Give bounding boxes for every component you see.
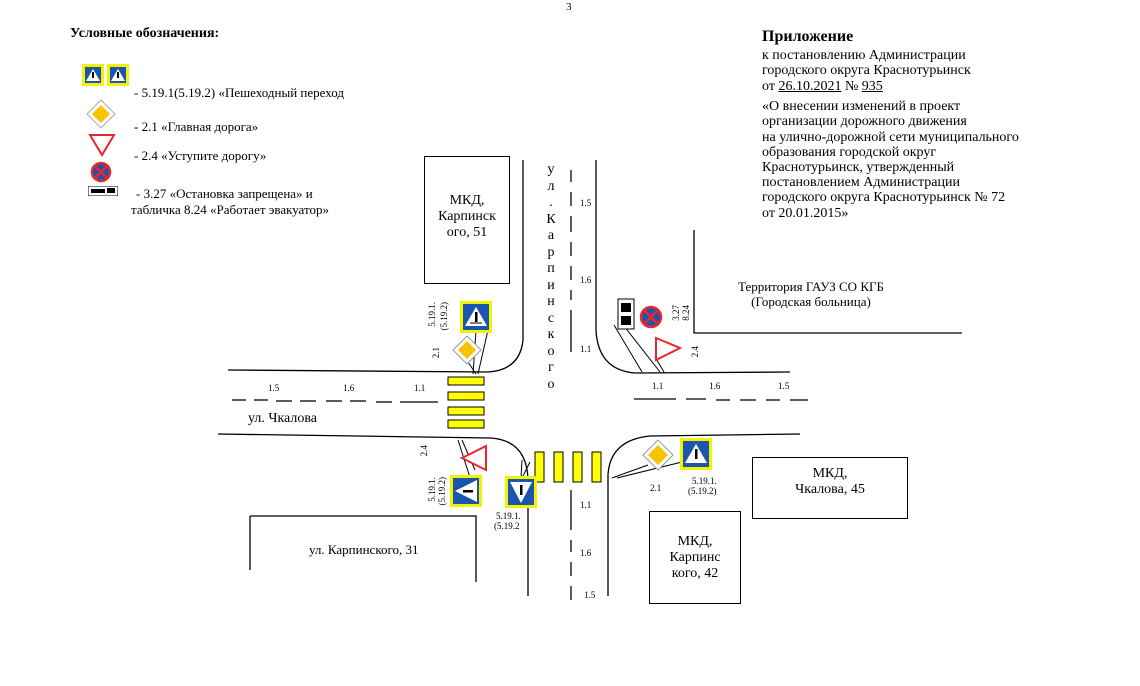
marking-h-right-2: 1.6 (709, 381, 721, 391)
label-se-ped-2: (5.19.2) (688, 486, 717, 496)
marking-h-left-1: 1.5 (268, 383, 280, 393)
marking-v-bottom-1: 1.1 (580, 500, 592, 510)
priority-road-sign-nw-icon (452, 335, 482, 370)
marking-v-bottom-3: 1.5 (584, 590, 596, 600)
pedestrian-crossing-sign-s-icon (505, 476, 537, 513)
label-ne-giveway: 2.4 (690, 346, 700, 358)
label-nw-ped-1: 5.19.1. (427, 302, 437, 327)
annex-line-2: городского округа Краснотурьинск (762, 63, 971, 78)
page-number: 3 (566, 1, 572, 13)
marking-v-top-3: 1.1 (580, 344, 592, 354)
annex-line-6: на улично-дорожной сети муниципального (762, 130, 1019, 145)
marking-h-left-2: 1.6 (343, 383, 355, 393)
road-edge-nw (227, 310, 524, 373)
legend-item-main-road: - 2.1 «Главная дорога» (134, 119, 259, 134)
legend-item-no-stopping: - 3.27 «Остановка запрещена» и (136, 186, 313, 201)
label-se-main: 2.1 (650, 483, 662, 493)
tow-truck-plate-ne-icon (617, 298, 635, 335)
marking-v-top-1: 1.5 (580, 198, 592, 208)
annex-line-4: «О внесении изменений в проект (762, 99, 961, 114)
priority-road-sign-se-icon (642, 439, 674, 476)
annex-line-3: от 26.10.2021 № 935 (762, 79, 883, 94)
label-sw-ped-2: (5.19.2) (437, 477, 447, 506)
road-edge-ne (595, 310, 791, 374)
label-ne-stop-1: 3.27 (671, 305, 681, 321)
road-edge-se (607, 433, 801, 596)
pedestrian-crossing-sign-se-icon (680, 438, 712, 475)
label-se-ped-1: 5.19.1. (692, 476, 717, 486)
legend-item-tow-plate: табличка 8.24 «Работает эвакуатор» (131, 202, 329, 217)
legend-title: Условные обозначения: (70, 26, 220, 41)
marking-v-top-2: 1.6 (580, 275, 592, 285)
label-sw-giveway: 2.4 (419, 445, 429, 457)
label-nw-ped-2: (5.19.2) (439, 302, 449, 331)
annex-line-11: от 20.01.2015» (762, 206, 849, 221)
building-chkalova-45: МКД,Чкалова, 45 (752, 457, 908, 519)
priority-road-sign-icon (86, 99, 116, 134)
annex-line-10: городского округа Краснотурьинск № 72 (762, 190, 1006, 205)
pedestrian-crossing-sign-sw-icon (450, 475, 482, 512)
label-nw-main: 2.1 (431, 347, 441, 359)
no-stopping-sign-ne-icon (639, 305, 663, 334)
label-sw-ped-1: 5.19.1. (427, 477, 437, 502)
annex-number: 935 (861, 79, 883, 94)
pedestrian-crossing-sign-icon (82, 64, 130, 91)
annex-line-7: образования городской округ (762, 145, 937, 160)
marking-h-right-1: 1.1 (652, 381, 664, 391)
street-karpinskogo-31: ул. Карпинского, 31 (309, 542, 419, 557)
annex-title: Приложение (762, 28, 854, 45)
annex-line-8: Краснотурьинск, утвержденный (762, 160, 955, 175)
give-way-sign-icon (88, 133, 116, 162)
marking-h-left-3: 1.1 (414, 383, 426, 393)
legend-item-pedestrian: - 5.19.1(5.19.2) «Пешеходный переход (134, 85, 344, 100)
pedestrian-crossing-sign-nw-icon (460, 301, 492, 338)
legend-item-give-way: - 2.4 «Уступите дорогу» (134, 148, 267, 163)
marking-h-right-3: 1.5 (778, 381, 790, 391)
annex-date: 26.10.2021 (778, 79, 842, 94)
label-ne-stop-2: 8.24 (681, 305, 691, 321)
give-way-sign-ne-icon (654, 336, 683, 367)
marking-v-bottom-2: 1.6 (580, 548, 592, 558)
annex-line-9: постановлением Администрации (762, 175, 960, 190)
annex-line-5: организации дорожного движения (762, 114, 967, 129)
annex-line-1: к постановлению Администрации (762, 48, 966, 63)
no-stopping-sign-icon (90, 161, 112, 188)
hospital-territory-label: Территория ГАУЗ СО КГБ(Городская больниц… (738, 279, 884, 309)
label-s-ped-2: (5.19.2 (494, 521, 520, 531)
label-s-ped-1: 5.19.1. (496, 511, 521, 521)
give-way-sign-sw-icon (459, 444, 488, 477)
street-chkalova: ул. Чкалова (248, 411, 318, 426)
